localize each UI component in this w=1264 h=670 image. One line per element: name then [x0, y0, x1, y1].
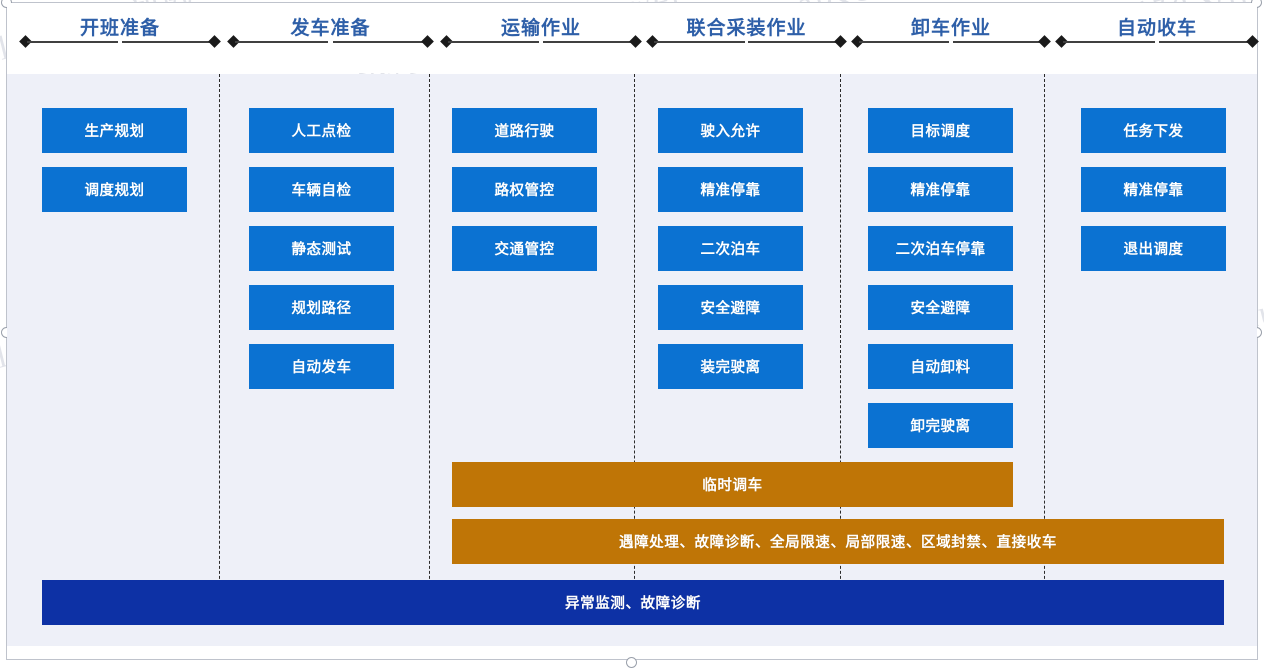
process-node[interactable]: 精准停靠 — [868, 167, 1013, 212]
cross-phase-bar-temporary-dispatch[interactable]: 临时调车 — [452, 462, 1013, 507]
process-node[interactable]: 安全避障 — [868, 285, 1013, 330]
phase-header-item: 联合采装作业 — [646, 3, 847, 73]
process-node[interactable]: 自动发车 — [249, 344, 394, 389]
phase-arrow — [19, 35, 221, 48]
phase-title: 运输作业 — [500, 18, 581, 39]
arrow-line — [27, 41, 119, 43]
arrow-line — [542, 41, 634, 43]
process-node[interactable]: 任务下发 — [1081, 108, 1226, 153]
phase-arrow — [227, 35, 434, 48]
phase-arrow — [440, 35, 642, 48]
diamond-marker-icon — [629, 35, 642, 48]
diamond-marker-icon — [834, 35, 847, 48]
arrow-line — [121, 41, 213, 43]
phase-header-item: 发车准备 — [227, 3, 434, 73]
cross-phase-bar-exception-handling[interactable]: 遇障处理、故障诊断、全局限速、局部限速、区域封禁、直接收车 — [452, 519, 1224, 564]
phase-title: 发车准备 — [290, 18, 371, 39]
process-node[interactable]: 调度规划 — [42, 167, 187, 212]
process-node[interactable]: 车辆自检 — [249, 167, 394, 212]
resize-handle-bottom-center[interactable] — [626, 657, 637, 668]
process-node[interactable]: 驶入允许 — [658, 108, 803, 153]
phase-arrow — [646, 35, 847, 48]
diamond-marker-icon — [1246, 35, 1259, 48]
phase-header: 开班准备 发车准备 运输作业 — [7, 3, 1259, 73]
phase-title: 自动收车 — [1116, 18, 1197, 39]
process-node[interactable]: 自动卸料 — [868, 344, 1013, 389]
column-separator — [634, 74, 635, 599]
process-node[interactable]: 精准停靠 — [1081, 167, 1226, 212]
phase-title: 联合采装作业 — [686, 18, 807, 39]
process-node[interactable]: 静态测试 — [249, 226, 394, 271]
arrow-line — [654, 41, 745, 43]
arrow-line — [332, 41, 426, 43]
arrow-line — [1063, 41, 1155, 43]
phase-column-5: 目标调度 精准停靠 二次泊车停靠 安全避障 自动卸料 卸完驶离 — [868, 108, 1013, 462]
process-node[interactable]: 精准停靠 — [658, 167, 803, 212]
arrow-line — [859, 41, 950, 43]
phase-column-2: 人工点检 车辆自检 静态测试 规划路径 自动发车 — [249, 108, 394, 403]
process-node[interactable]: 目标调度 — [868, 108, 1013, 153]
phase-column-4: 驶入允许 精准停靠 二次泊车 安全避障 装完驶离 — [658, 108, 803, 403]
phase-header-item: 运输作业 — [440, 3, 642, 73]
arrow-line — [1159, 41, 1251, 43]
process-node[interactable]: 人工点检 — [249, 108, 394, 153]
phase-header-item: 自动收车 — [1055, 3, 1259, 73]
phase-title: 开班准备 — [79, 18, 160, 39]
process-node[interactable]: 二次泊车停靠 — [868, 226, 1013, 271]
cross-phase-bar-monitoring[interactable]: 异常监测、故障诊断 — [42, 580, 1224, 625]
column-separator — [1044, 74, 1045, 599]
arrow-line — [235, 41, 329, 43]
phase-column-3: 道路行驶 路权管控 交通管控 — [452, 108, 597, 285]
phase-column-6: 任务下发 精准停靠 退出调度 — [1081, 108, 1226, 285]
diamond-marker-icon — [421, 35, 434, 48]
column-separator — [219, 74, 220, 599]
column-separator — [840, 74, 841, 599]
process-node[interactable]: 安全避障 — [658, 285, 803, 330]
diamond-marker-icon — [1038, 35, 1051, 48]
process-node[interactable]: 交通管控 — [452, 226, 597, 271]
phase-arrow — [1055, 35, 1259, 48]
process-node[interactable]: 路权管控 — [452, 167, 597, 212]
process-node[interactable]: 卸完驶离 — [868, 403, 1013, 448]
phase-header-item: 卸车作业 — [851, 3, 1051, 73]
phase-column-1: 生产规划 调度规划 — [42, 108, 187, 226]
process-node[interactable]: 道路行驶 — [452, 108, 597, 153]
phase-arrow — [851, 35, 1051, 48]
arrow-line — [448, 41, 540, 43]
diamond-marker-icon — [208, 35, 221, 48]
process-node[interactable]: 规划路径 — [249, 285, 394, 330]
process-node[interactable]: 装完驶离 — [658, 344, 803, 389]
process-node[interactable]: 二次泊车 — [658, 226, 803, 271]
phase-title: 卸车作业 — [910, 18, 991, 39]
arrow-line — [748, 41, 839, 43]
process-node[interactable]: 退出调度 — [1081, 226, 1226, 271]
phase-header-item: 开班准备 — [19, 3, 221, 73]
arrow-line — [952, 41, 1043, 43]
process-node[interactable]: 生产规划 — [42, 108, 187, 153]
column-separator — [429, 74, 430, 599]
